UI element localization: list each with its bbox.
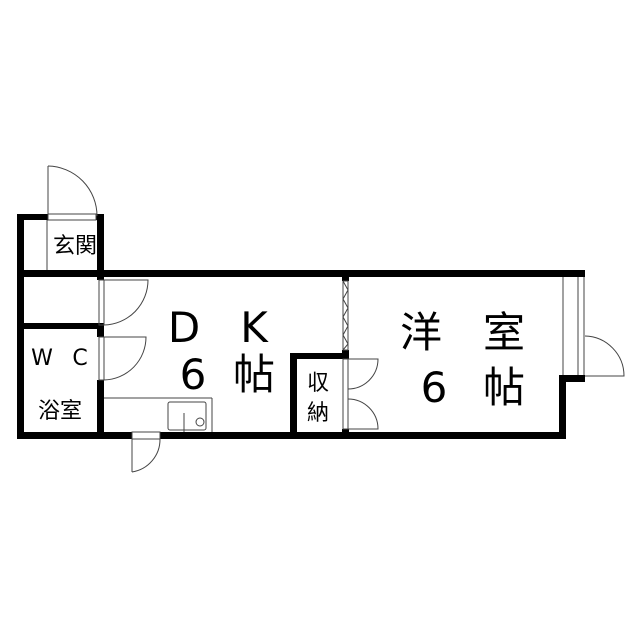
- door-wc[interactable]: [98, 336, 147, 381]
- label-wc-w: W: [31, 346, 53, 371]
- walls: [17, 214, 585, 439]
- label-western-num: 6: [421, 363, 448, 412]
- label-dk-d: D: [168, 303, 200, 352]
- label-western-1: 洋: [400, 308, 442, 357]
- accordion-door[interactable]: [342, 280, 349, 351]
- label-storage-2: 納: [307, 401, 329, 426]
- label-dk-k: K: [240, 303, 269, 352]
- entrance-door[interactable]: [46, 165, 98, 270]
- label-genkan: 玄関: [53, 234, 97, 259]
- label-dk-num: 6: [180, 350, 207, 399]
- label-dk-unit: 帖: [233, 350, 275, 399]
- back-door[interactable]: [131, 431, 161, 473]
- label-western-unit: 帖: [483, 363, 525, 412]
- door-corridor[interactable]: [98, 279, 149, 326]
- balcony-window[interactable]: [562, 277, 625, 377]
- label-western-2: 室: [483, 308, 525, 357]
- label-storage-1: 収: [307, 371, 329, 396]
- label-wc-c: C: [72, 346, 87, 371]
- closet-doors[interactable]: [342, 358, 379, 430]
- kitchen-counter: [104, 397, 213, 432]
- label-bath: 浴室: [38, 399, 82, 424]
